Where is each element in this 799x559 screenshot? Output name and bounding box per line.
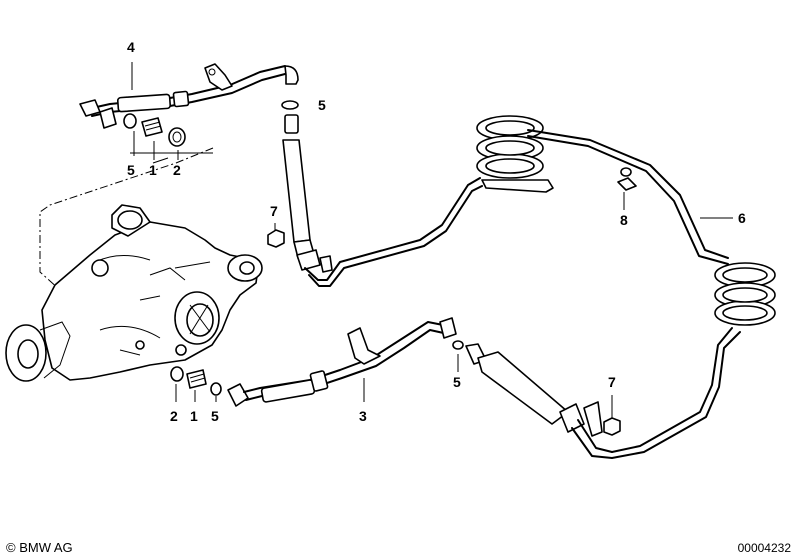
callout-5-upper-o-ring: 5 bbox=[318, 97, 326, 113]
callout-3-lower-hose: 3 bbox=[359, 408, 367, 424]
upper-hose-assembly bbox=[79, 63, 299, 129]
mounting-clip bbox=[617, 167, 637, 210]
upper-o-ring bbox=[123, 113, 137, 129]
lower-nut bbox=[603, 395, 621, 436]
lower-sealing-ring bbox=[170, 366, 184, 382]
callout-7-lower-nut: 7 bbox=[608, 374, 616, 390]
callout-1-left-bolt: 1 bbox=[149, 162, 157, 178]
differential-housing bbox=[5, 147, 263, 382]
document-number: 00004232 bbox=[737, 541, 791, 555]
callout-5-mid-o-ring: 5 bbox=[453, 374, 461, 390]
callout-7-upper-nut: 7 bbox=[270, 203, 278, 219]
lower-o-ring bbox=[210, 382, 222, 396]
copyright-label: © BMW AG bbox=[6, 540, 73, 555]
upper-left-fittings bbox=[123, 62, 213, 160]
upper-nut bbox=[267, 223, 285, 248]
upper-seal-o-ring bbox=[281, 100, 299, 110]
vertical-hose-assembly bbox=[281, 100, 483, 287]
callout-5-lower-o-ring: 5 bbox=[211, 408, 219, 424]
callout-5-left-o-ring: 5 bbox=[127, 162, 135, 178]
callout-6-cooler: 6 bbox=[738, 210, 746, 226]
callout-4-hose: 4 bbox=[127, 39, 135, 55]
callout-2-lower-ring: 2 bbox=[170, 408, 178, 424]
mid-o-ring bbox=[452, 340, 464, 350]
upper-sealing-ring bbox=[168, 127, 186, 147]
lower-hose-assembly bbox=[170, 317, 613, 459]
callout-2-left-ring: 2 bbox=[173, 162, 181, 178]
callout-8-clip: 8 bbox=[620, 212, 628, 228]
cooler-coil bbox=[476, 115, 776, 459]
callout-1-lower-bolt: 1 bbox=[190, 408, 198, 424]
